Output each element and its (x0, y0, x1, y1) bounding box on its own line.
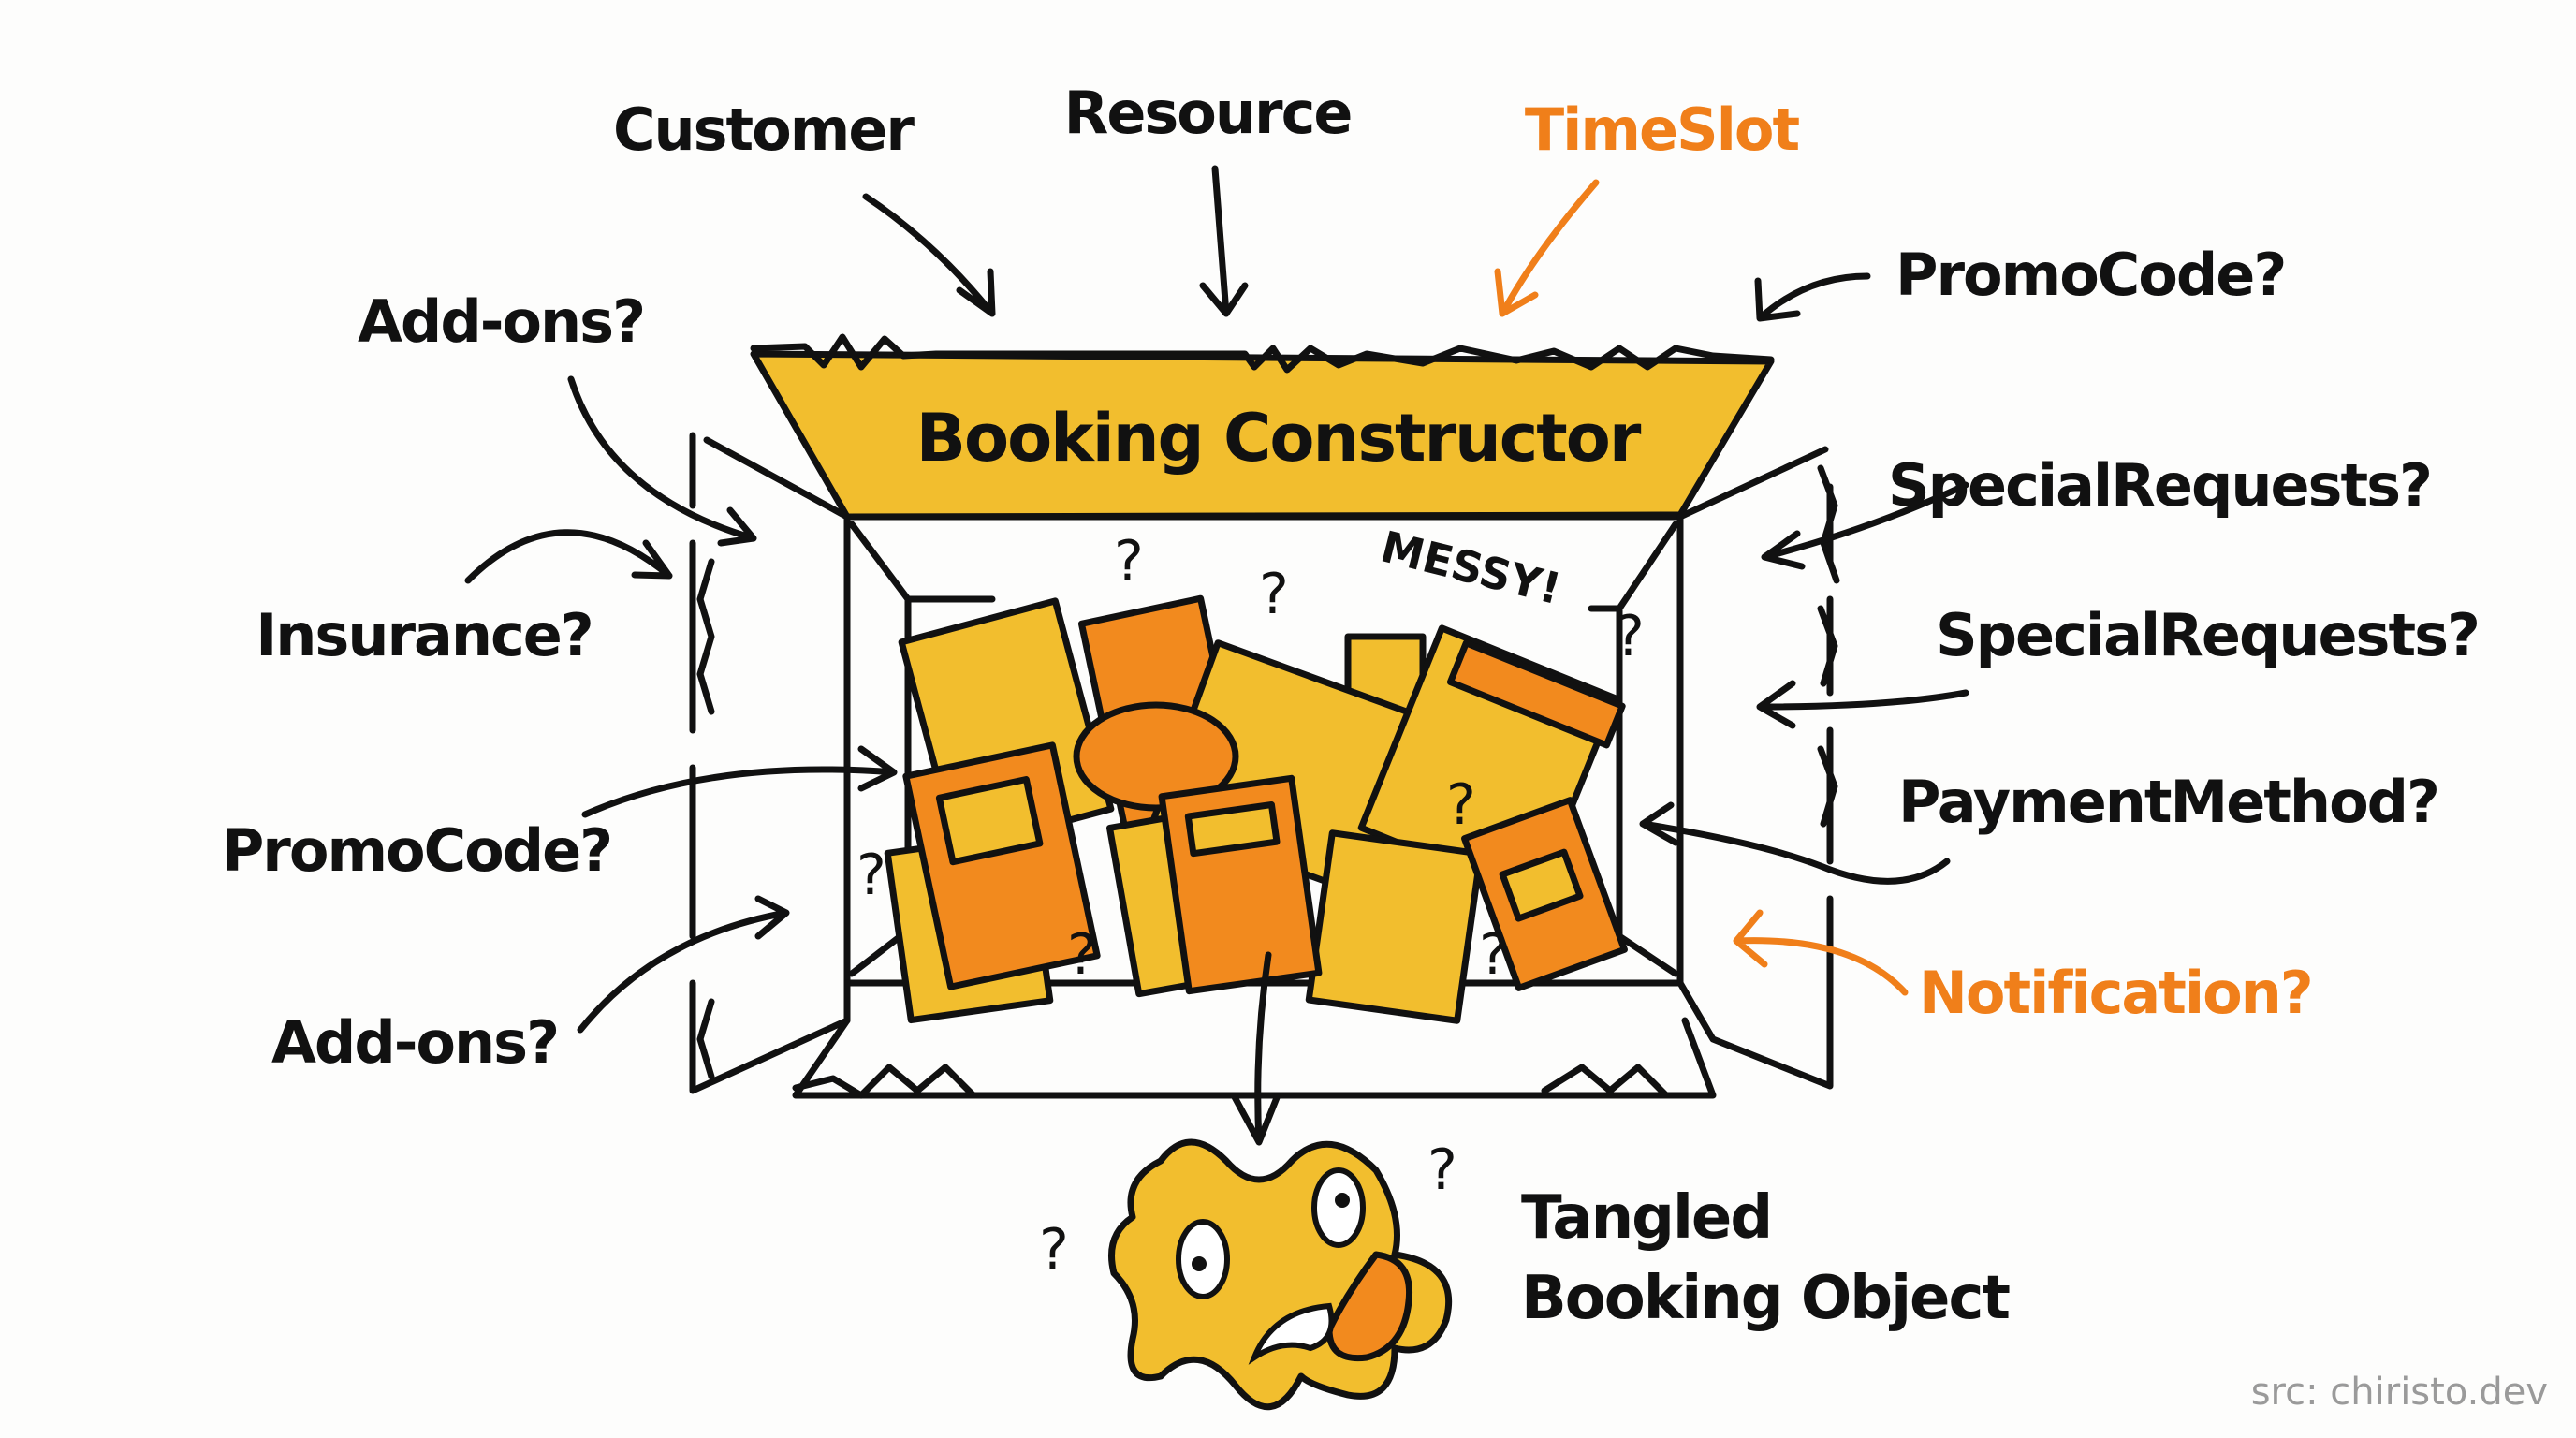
arrow-notification (1733, 909, 1909, 996)
tangled-blob-cheek (1325, 1251, 1413, 1362)
question-mark-icon: ? (1039, 1217, 1069, 1283)
label-notification: Notification? (1919, 959, 2312, 1027)
label-timeslot: TimeSlot (1525, 95, 1800, 164)
arrow-timeslot (1494, 179, 1600, 317)
label-resource: Resource (1064, 79, 1352, 147)
box-left-flap (689, 432, 851, 1094)
label-specialrequests-1: SpecialRequests? (1888, 451, 2431, 520)
question-mark-icon: ? (1114, 529, 1144, 594)
label-insurance: Insurance? (256, 601, 593, 669)
label-customer: Customer (613, 95, 915, 164)
messy-annotation: MESSY! (1376, 521, 1566, 615)
left-pupil (1192, 1256, 1207, 1271)
box-front-frame (843, 513, 1684, 987)
box-title: Booking Constructor (916, 400, 1642, 477)
source-credit: src: chiristo.dev (2251, 1371, 2548, 1414)
label-paymentmethod: PaymentMethod? (1898, 768, 2438, 836)
box-right-flap (1676, 446, 1840, 1090)
question-mark-icon: ? (1427, 1137, 1457, 1203)
tangled-booking-object: ? ? Tangled Booking Object (1039, 1137, 2012, 1411)
constructor-box: Booking Constructor (689, 333, 1840, 1099)
arrow-resource (1199, 165, 1249, 317)
form-field (1499, 848, 1584, 922)
right-pupil (1335, 1193, 1350, 1208)
question-mark-icon: ? (856, 843, 886, 908)
box-bottom-flap (792, 1017, 1717, 1099)
messy-contents: MESSY! ? ? ? ? ? ? ? (856, 521, 1645, 1024)
worried-mouth (1248, 1302, 1335, 1365)
arrow-customer (862, 193, 996, 317)
box-lid-tear-edge (750, 333, 1775, 374)
arrow-paymentmethod (1639, 801, 1951, 885)
window-icon (1446, 639, 1626, 749)
question-mark-icon: ? (1615, 604, 1645, 669)
label-specialrequests-2: SpecialRequests? (1936, 601, 2479, 669)
label-addons-bottom: Add-ons? (271, 1008, 558, 1077)
question-mark-icon: ? (1067, 922, 1097, 988)
input-labels: Customer Resource TimeSlot Add-ons? Insu… (222, 79, 2481, 1077)
question-mark-icon: ? (1446, 772, 1476, 838)
box-inner-perspective (848, 521, 1679, 977)
result-label-line2: Booking Object (1521, 1264, 2010, 1333)
form-field (935, 776, 1044, 866)
arrow-addons-top (567, 375, 757, 547)
arrow-specialrequests-1 (1761, 481, 1969, 570)
calculator-screen (1184, 801, 1281, 858)
arrow-addons-bottom (577, 895, 790, 1034)
label-addons-top: Add-ons? (358, 287, 644, 356)
arrow-output (1230, 951, 1281, 1146)
question-mark-icon: ? (1259, 562, 1289, 627)
arrow-specialrequests-2 (1756, 680, 1969, 729)
arrow-promocode-left (581, 745, 898, 818)
input-arrows (464, 165, 1969, 1146)
label-promocode-left: PromoCode? (222, 816, 611, 885)
arrow-promocode-top (1754, 272, 1871, 322)
label-promocode-right: PromoCode? (1895, 241, 2285, 309)
question-mark-icon: ? (1479, 922, 1509, 988)
right-eye (1311, 1167, 1366, 1248)
result-label-line1: Tangled (1521, 1183, 1771, 1253)
tag-icon (1073, 701, 1239, 812)
arrow-insurance (464, 529, 673, 584)
document-icon (1305, 829, 1485, 1024)
